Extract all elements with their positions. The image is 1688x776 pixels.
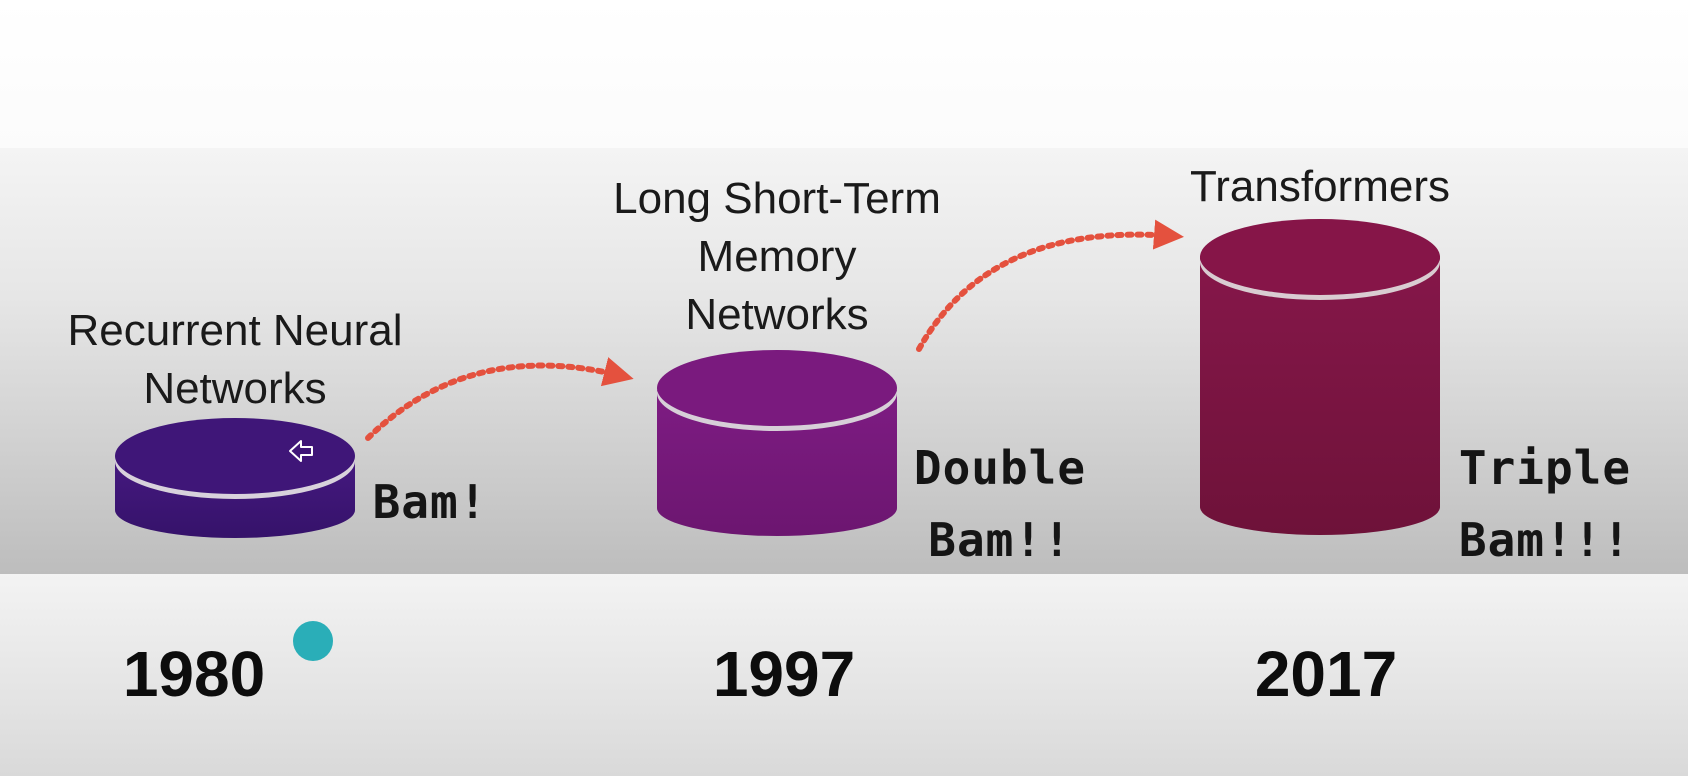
arrow-lstm-to-transformers [916,219,1184,352]
timeline-background [0,574,1688,776]
transformers-title-line-1: Transformers [1190,162,1450,211]
lstm-cylinder [657,350,897,536]
rnn-title-line-1: Recurrent Neural [67,306,403,355]
lstm-title-line-3: Networks [685,290,869,339]
lstm-bam-line-2: Bam!! [928,513,1072,567]
year-2017: 2017 [1254,638,1398,710]
transformers-title: Transformers [1120,158,1520,216]
lstm-bam: Double Bam!! [900,432,1100,576]
cursor-dot [293,621,333,661]
rnn-title: Recurrent Neural Networks [35,302,435,418]
lstm-title-line-2: Memory [697,232,857,281]
arrow-rnn-to-lstm [365,357,634,441]
transformers-bam-line-2: Bam!!! [1458,513,1632,567]
transformers-bam: Triple Bam!!! [1445,432,1645,576]
left-arrow-cursor-icon [289,440,313,462]
lstm-bam-line-1: Double [913,441,1087,495]
top-background [0,0,1688,148]
lstm-title-line-1: Long Short-Term [613,174,941,223]
rnn-bam: Bam! [355,466,505,538]
rnn-cylinder [115,418,355,538]
rnn-title-line-2: Networks [143,364,327,413]
lstm-title: Long Short-Term Memory Networks [577,170,977,344]
transformers-cylinder [1200,219,1440,535]
rnn-bam-line-1: Bam! [372,475,488,529]
transformers-bam-line-1: Triple [1458,441,1632,495]
year-1980: 1980 [122,638,266,710]
year-1997: 1997 [712,638,856,710]
